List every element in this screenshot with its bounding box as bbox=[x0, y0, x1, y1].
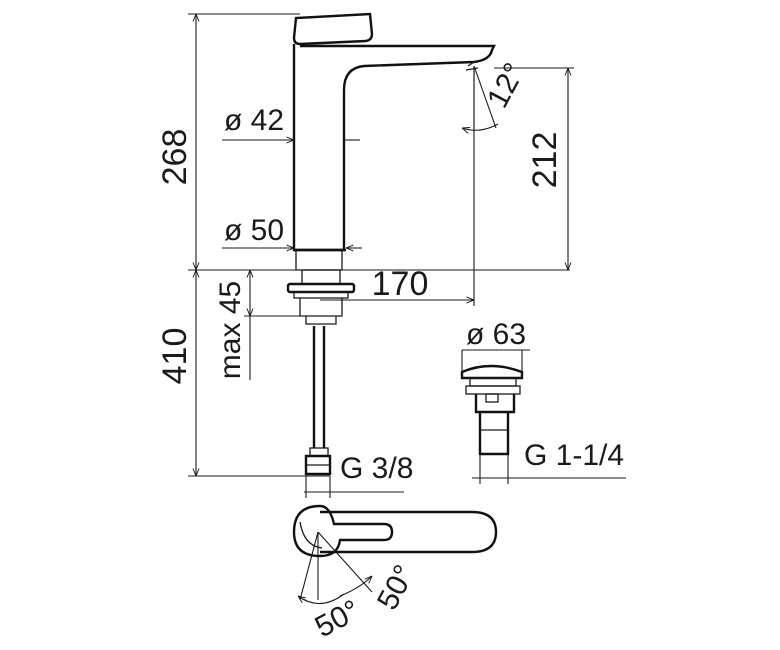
label-d63: ø 63 bbox=[466, 318, 526, 351]
dim-212 bbox=[494, 67, 574, 270]
dim-410 bbox=[188, 270, 330, 477]
label-12deg: 12° bbox=[481, 58, 531, 114]
label-50deg-left: 50° bbox=[310, 594, 366, 644]
waste-assembly bbox=[460, 364, 524, 456]
label-410: 410 bbox=[156, 328, 194, 385]
label-50deg-right: 50° bbox=[371, 560, 421, 616]
label-max45: max 45 bbox=[214, 281, 247, 379]
label-268: 268 bbox=[156, 129, 194, 186]
dim-12deg bbox=[462, 65, 499, 130]
label-g38: G 3/8 bbox=[340, 452, 413, 485]
label-212: 212 bbox=[526, 132, 564, 189]
fixing-assembly bbox=[286, 269, 356, 325]
label-170: 170 bbox=[372, 265, 429, 303]
dim-268 bbox=[188, 13, 300, 270]
dim-max45 bbox=[244, 270, 300, 380]
label-d42: ø 42 bbox=[224, 104, 284, 137]
faucet-body bbox=[292, 12, 496, 271]
top-view bbox=[292, 504, 498, 605]
dim-d63 bbox=[461, 349, 530, 372]
label-d50: ø 50 bbox=[224, 214, 284, 247]
dim-g114 bbox=[472, 454, 626, 484]
dim-g38 bbox=[304, 476, 404, 498]
label-g114: G 1-1/4 bbox=[524, 439, 624, 472]
supply-hose bbox=[304, 326, 332, 476]
